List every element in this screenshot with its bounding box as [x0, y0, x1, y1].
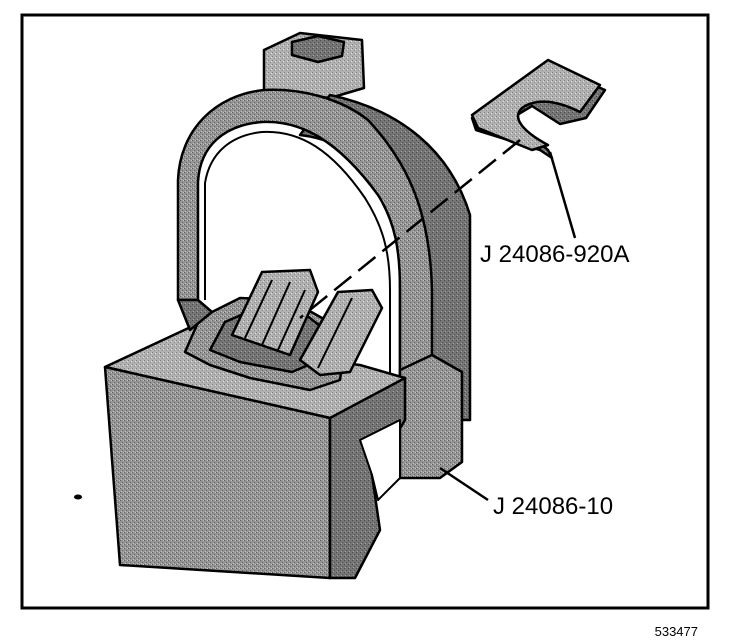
press-callout-label: J 24086-10	[493, 493, 613, 520]
press-right-leg	[398, 353, 464, 480]
shim-callout-label: J 24086-920A	[480, 241, 629, 268]
arch-foot-pad	[176, 298, 214, 332]
press-leader-line	[439, 466, 489, 502]
press-base-notch	[359, 419, 401, 501]
workpiece-shaft-ridge-1	[244, 279, 273, 339]
c-frame-arch-front	[176, 88, 434, 402]
workpiece-shaft-ridge-3	[277, 289, 306, 351]
side-jaw-ridge	[317, 297, 353, 369]
shim-leader-line	[548, 151, 577, 239]
screw-boss-hole	[290, 34, 346, 64]
stray-dot	[74, 494, 82, 500]
alignment-dashed-line	[299, 139, 521, 319]
figure-number: 533477	[655, 624, 698, 639]
figure-frame	[20, 13, 710, 610]
workpiece-shaft-ridge-2	[261, 281, 291, 346]
side-jaw	[298, 288, 384, 377]
workpiece-shaft	[230, 268, 320, 357]
shim-tool-drawing	[470, 58, 607, 160]
press-tool-drawing	[103, 31, 472, 580]
shim-slot-edge	[517, 100, 581, 146]
c-frame-arch-inner-edge	[204, 130, 391, 400]
